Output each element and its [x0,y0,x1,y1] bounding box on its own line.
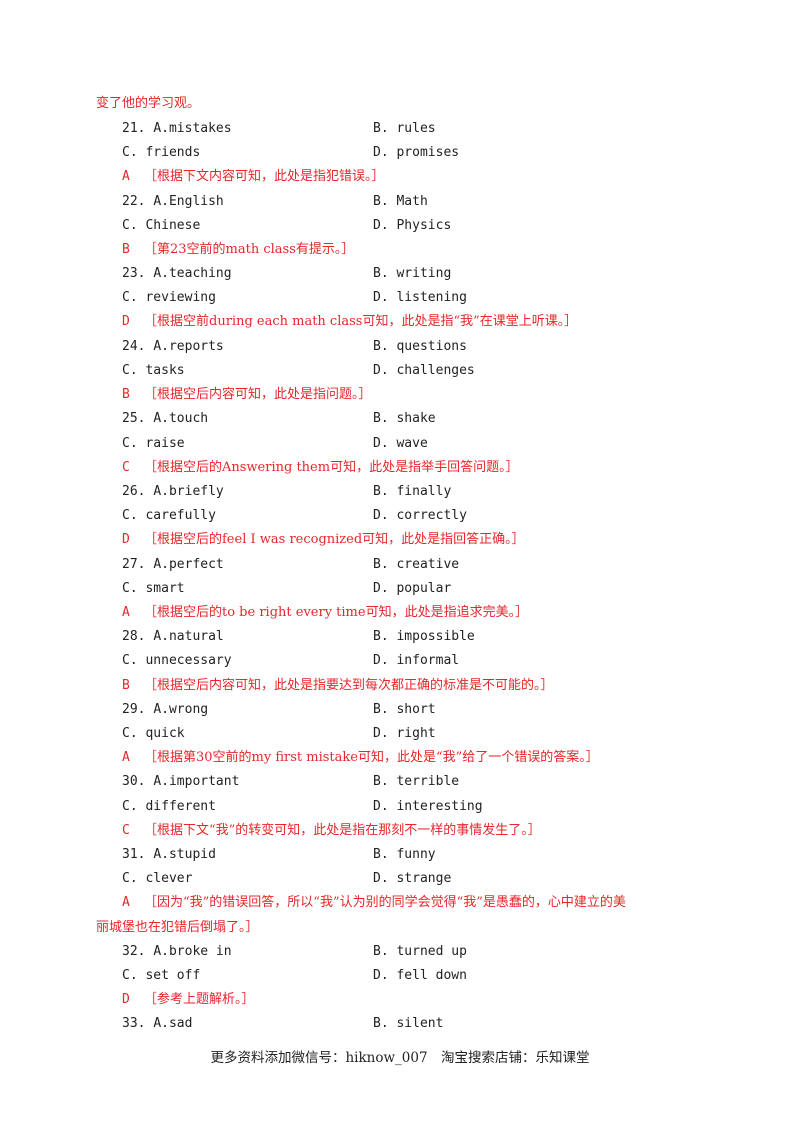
option-b: B. silent [373,1016,444,1031]
option-d: D. Physics [373,218,452,233]
option-c: C. clever [122,871,193,886]
answer-explanation-continued: 丽城堡也在犯错后倒塌了。］ [96,920,259,935]
option-a: A.teaching [153,266,232,281]
option-d: D. challenges [373,363,475,378]
answer-explanation: ［根据空后的Answering them可知，此处是指举手回答问题。］ [144,460,519,475]
answer-letter: D [122,314,130,329]
option-d: D. informal [373,653,460,668]
option-d: D. popular [373,581,452,596]
option-a: A.English [153,194,224,209]
option-d: D. interesting [373,799,483,814]
question-number: 29. [122,702,146,717]
option-b: B. short [373,702,436,717]
option-d: D. strange [373,871,452,886]
option-b: B. turned up [373,944,467,959]
option-c: C. Chinese [122,218,201,233]
option-a: A.important [153,774,240,789]
option-d: D. correctly [373,508,467,523]
option-a: A.briefly [153,484,224,499]
option-d: D. promises [373,145,460,160]
answer-letter: A [122,169,130,184]
option-c: C. quick [122,726,185,741]
answer-letter: C [122,823,130,838]
question-number: 33. [122,1016,146,1031]
option-a: A.stupid [153,847,216,862]
question-number: 27. [122,557,146,572]
answer-letter: B [122,387,130,402]
option-b: B. writing [373,266,452,281]
answer-letter: C [122,460,130,475]
option-a: A.mistakes [153,121,232,136]
option-c: C. different [122,799,216,814]
option-d: D. right [373,726,436,741]
option-d: D. listening [373,290,467,305]
option-b: B. questions [373,339,467,354]
answer-letter: A [122,750,130,765]
option-c: C. tasks [122,363,185,378]
option-b: B. terrible [373,774,460,789]
option-b: B. creative [373,557,460,572]
answer-explanation: ［根据下文内容可知，此处是指犯错误。］ [144,169,385,184]
answer-explanation: ［参考上题解析。］ [144,992,255,1007]
answer-explanation: ［根据空后内容可知，此处是指问题。］ [144,387,372,402]
option-a: A.broke in [153,944,232,959]
option-d: D. wave [373,436,428,451]
answer-letter: B [122,678,130,693]
question-number: 22. [122,194,146,209]
answer-explanation: ［根据空后内容可知，此处是指要达到每次都正确的标准是不可能的。］ [144,678,554,693]
option-b: B. Math [373,194,428,209]
answer-letter: B [122,242,130,257]
answer-explanation: ［根据空后的to be right every time可知，此处是指追求完美。… [144,605,529,620]
question-number: 30. [122,774,146,789]
question-number: 28. [122,629,146,644]
intro-tail-text: 变了他的学习观。 [96,96,201,111]
option-b: B. finally [373,484,452,499]
answer-explanation: ［第23空前的math class有提示。］ [144,242,355,257]
question-number: 26. [122,484,146,499]
page-footer: 更多资料添加微信号：hiknow_007 淘宝搜索店铺：乐知课堂 [210,1050,590,1066]
option-b: B. impossible [373,629,475,644]
answer-letter: D [122,992,130,1007]
option-c: C. reviewing [122,290,216,305]
option-a: A.touch [153,411,209,426]
option-a: A.natural [153,629,224,644]
answer-explanation: ［根据下文“我”的转变可知，此处是指在那刻不一样的事情发生了。］ [144,823,541,838]
answer-letter: A [122,605,130,620]
option-c: C. unnecessary [122,653,232,668]
question-number: 21. [122,121,146,136]
option-b: B. shake [373,411,436,426]
answer-explanation: ［根据空后的feel I was recognized可知，此处是指回答正确。］ [144,532,525,547]
option-c: C. raise [122,436,185,451]
question-number: 23. [122,266,146,281]
question-number: 24. [122,339,146,354]
answer-explanation: ［根据空前during each math class可知，此处是指“我”在课堂… [144,314,578,329]
option-a: A.perfect [153,557,224,572]
question-number: 31. [122,847,146,862]
answer-explanation: ［因为“我”的错误回答，所以“我”认为别的同学会觉得“我”是愚蠢的，心中建立的美 [144,895,626,910]
option-c: C. friends [122,145,201,160]
option-a: A.wrong [153,702,209,717]
option-c: C. smart [122,581,185,596]
answer-explanation: ［根据第30空前的my first mistake可知，此处是“我”给了一个错误… [144,750,599,765]
answer-letter: A [122,895,130,910]
question-number: 25. [122,411,146,426]
option-d: D. fell down [373,968,467,983]
answer-letter: D [122,532,130,547]
question-number: 32. [122,944,146,959]
option-a: A.sad [153,1016,193,1031]
option-c: C. carefully [122,508,216,523]
option-a: A.reports [153,339,224,354]
option-b: B. rules [373,121,436,136]
option-c: C. set off [122,968,201,983]
option-b: B. funny [373,847,436,862]
